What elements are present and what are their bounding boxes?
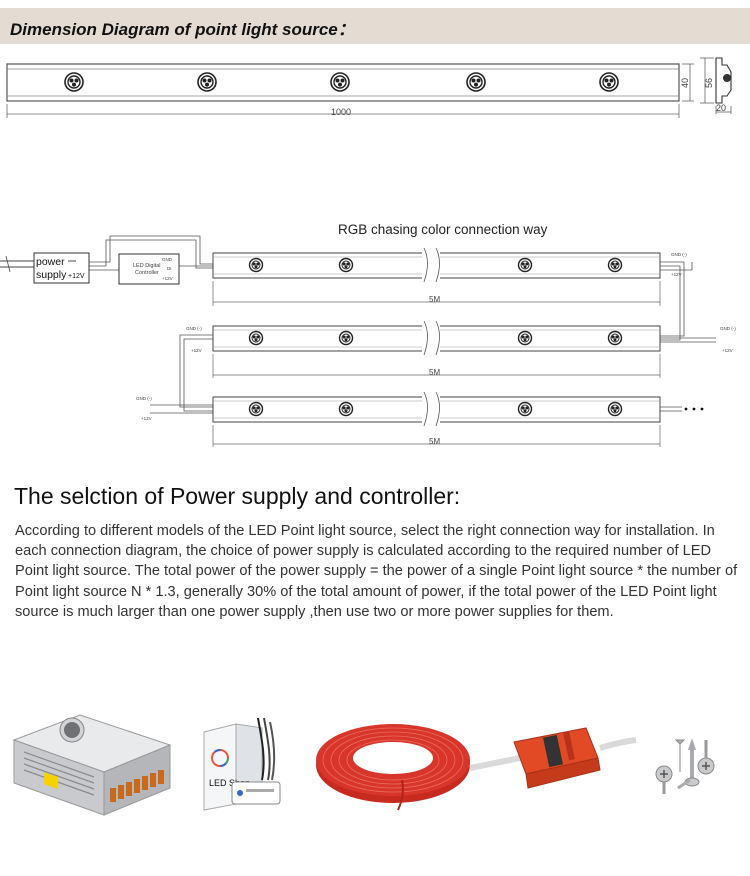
led-pixel — [517, 257, 533, 273]
led-pixel — [64, 72, 84, 92]
gnd-label: GND (-) — [136, 396, 152, 401]
led-pixel — [607, 257, 623, 273]
strip-1-length: 5M — [429, 295, 440, 304]
screws-image — [655, 738, 715, 794]
v12-label: +12V — [191, 348, 202, 353]
wire-coil-image — [316, 724, 470, 811]
led-pixel — [607, 401, 623, 417]
led-strip-1: 5M — [212, 247, 661, 306]
strip-2-length: 5M — [429, 368, 440, 377]
controller-brand-label: LED Shop — [209, 778, 250, 788]
diagrams: 1000 40 56 20 RGB chasing color connecti… — [0, 57, 736, 447]
led-pixel — [330, 72, 350, 92]
led-pixel — [248, 401, 264, 417]
controller-label-line2: Controller — [135, 270, 159, 276]
led-pixel — [466, 72, 486, 92]
led-strip-2: 5M — [212, 320, 661, 378]
led-pixel — [248, 330, 264, 346]
section-heading: The selction of Power supply and control… — [14, 483, 461, 509]
gnd-label: GND (-) — [671, 252, 687, 257]
power-supply-unit-image — [12, 714, 172, 816]
gnd-label: GND (-) — [186, 326, 202, 331]
controller-label-line1: LED Digital — [133, 263, 161, 269]
led-pixel — [338, 330, 354, 346]
led-pixel — [517, 401, 533, 417]
v12-label: +12V — [722, 348, 733, 353]
controller-12v: +12V — [162, 276, 173, 281]
power-supply-voltage: +12V — [68, 273, 85, 280]
controller-box: LED Digital Controller GND DI +12V — [118, 253, 180, 285]
wire-connector-image — [469, 727, 637, 789]
led-pixel — [338, 401, 354, 417]
led-pixel — [197, 72, 217, 92]
power-supply-label-line2: supply — [36, 269, 67, 281]
led-pixel — [517, 330, 533, 346]
led-pixel — [607, 330, 623, 346]
gnd-label: GND (-) — [720, 326, 736, 331]
power-supply-label-line1: power — [36, 256, 65, 268]
v12-label: +12V — [671, 272, 682, 277]
product-images: LED Shop — [12, 714, 715, 816]
header-bar: Dimension Diagram of point light source： — [0, 8, 750, 44]
led-pixel — [599, 72, 619, 92]
page-title: Dimension Diagram of point light source： — [10, 20, 355, 39]
led-controller-image: LED Shop — [203, 717, 281, 811]
dimension-diagram: 1000 40 56 20 — [6, 57, 732, 118]
v12-label: +12V — [141, 416, 152, 421]
length-dimension: 1000 — [331, 107, 351, 117]
power-supply-box: power supply +12V — [33, 252, 90, 284]
section-body: According to different models of the LED… — [15, 523, 738, 620]
controller-gnd: GND — [162, 257, 173, 262]
connection-diagram: RGB chasing color connection way power s… — [0, 222, 736, 447]
profile-height-dimension: 56 — [704, 78, 714, 88]
led-pixel — [338, 257, 354, 273]
led-pixel — [248, 257, 264, 273]
height-dimension: 40 — [680, 78, 690, 88]
strip-3-length: 5M — [429, 437, 440, 446]
profile-width-dimension: 20 — [716, 103, 726, 113]
connection-diagram-title: RGB chasing color connection way — [338, 222, 548, 237]
controller-di: DI — [167, 266, 172, 271]
led-strip-3: 5M — [212, 391, 661, 447]
